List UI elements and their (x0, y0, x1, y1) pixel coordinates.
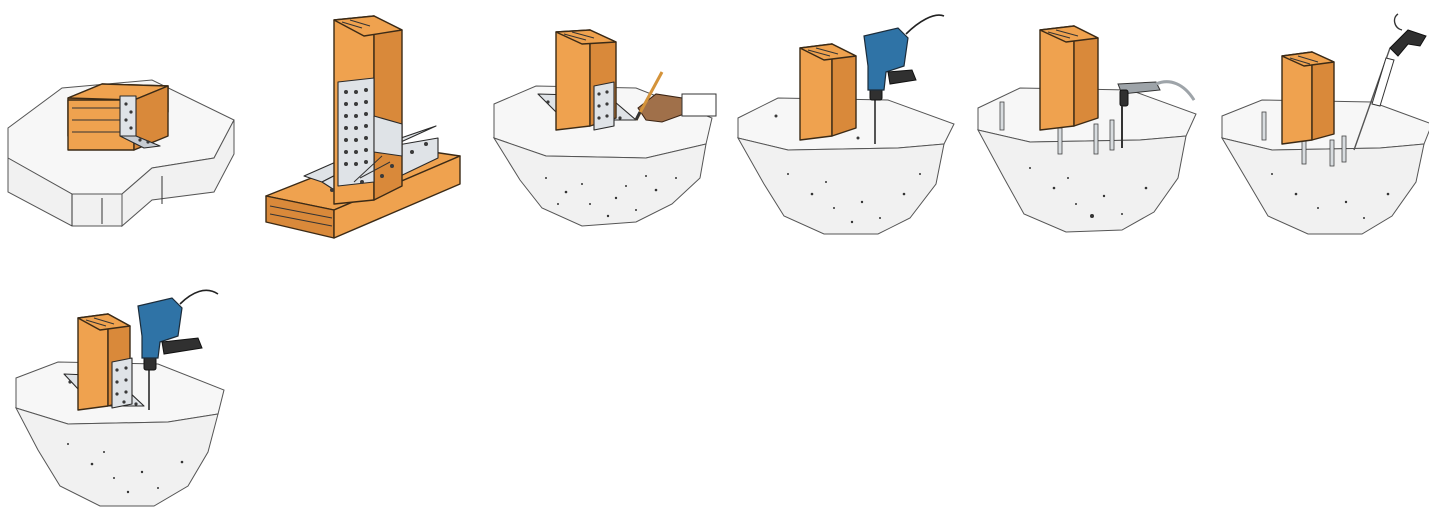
mark-anchor-holes-pencil-illustration (486, 8, 718, 248)
step-5-panel (970, 8, 1202, 248)
step-4-panel (728, 8, 960, 248)
post-to-beam-angle-bracket-illustration (242, 6, 474, 246)
step-7-panel (8, 282, 240, 522)
step-1-panel (2, 8, 234, 248)
inject-resin-cartridge-gun-illustration (1212, 8, 1429, 248)
blow-out-holes-air-gun-illustration (970, 8, 1202, 248)
drill-holes-in-concrete-illustration (728, 8, 960, 248)
step-2-panel (242, 6, 474, 246)
fasten-bracket-with-drill-illustration (8, 282, 240, 522)
beam-on-concrete-slab-illustration (2, 8, 234, 248)
step-3-panel (486, 8, 718, 248)
step-6-panel (1212, 8, 1429, 248)
